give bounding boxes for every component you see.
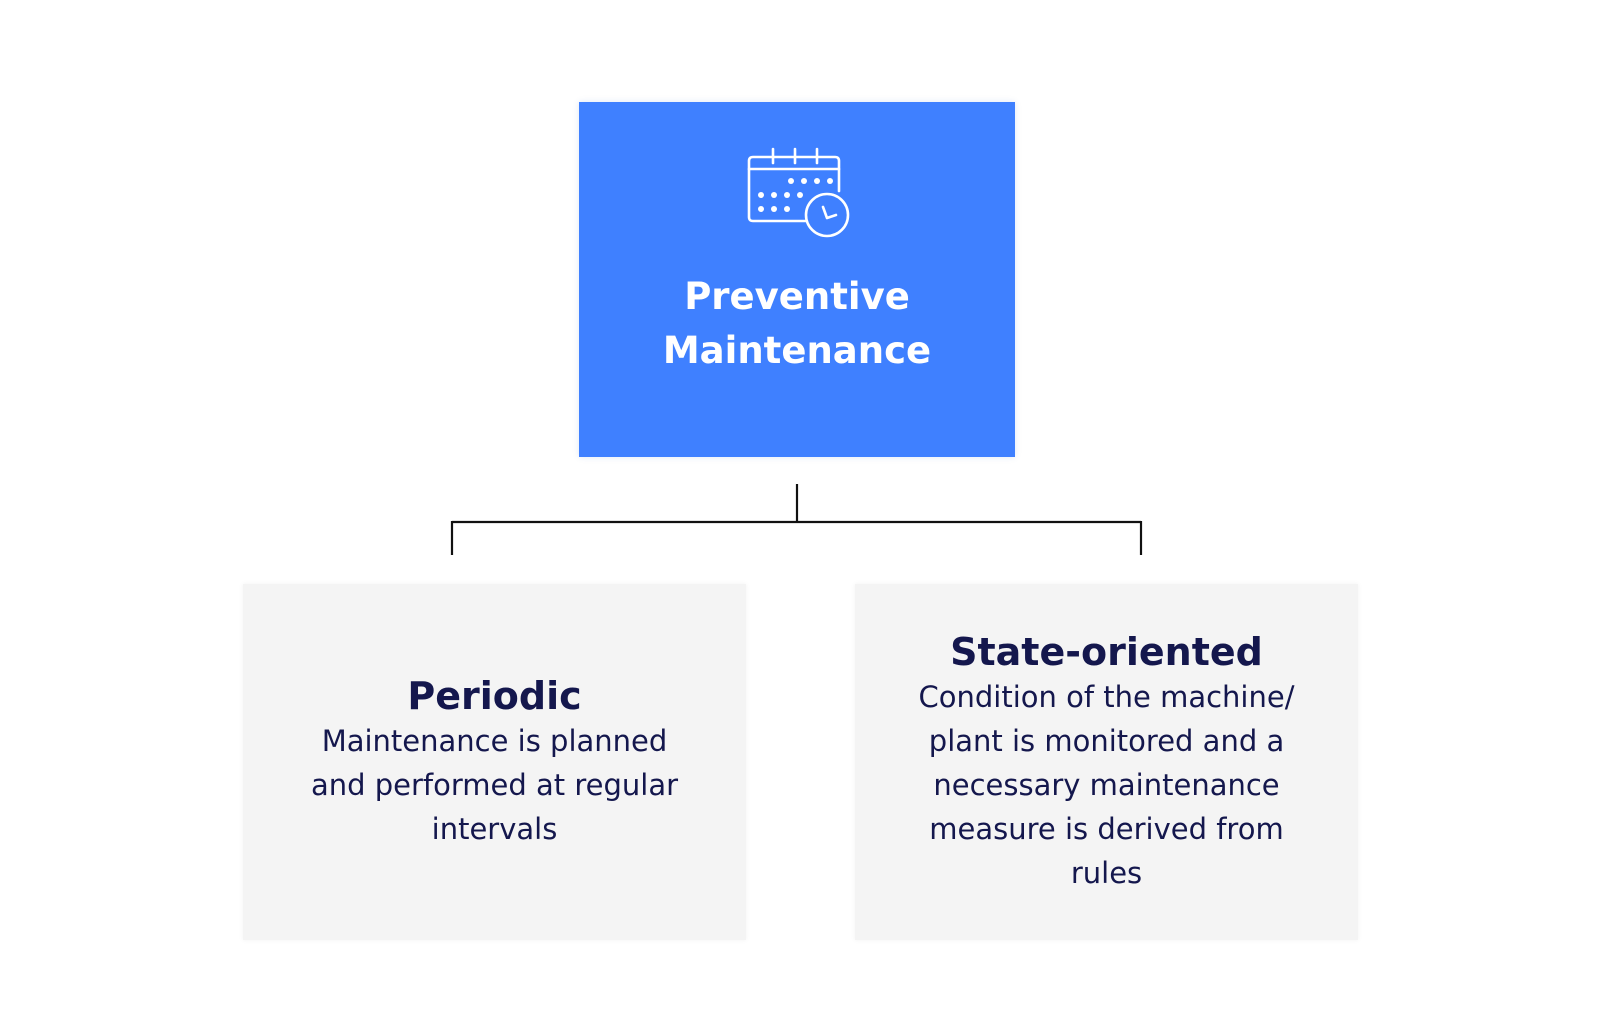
state-oriented-box: State-oriented Condition of the machine/… [855, 584, 1358, 940]
root-title: Preventive Maintenance [662, 275, 932, 372]
state-oriented-description: Condition of the machine/ plant is monit… [918, 680, 1295, 890]
preventive-maintenance-box: Preventive Maintenance [579, 102, 1015, 457]
calendar-clock-icon [747, 147, 850, 238]
periodic-description: Maintenance is planned and performed at … [310, 724, 679, 846]
state-oriented-title: State-oriented [950, 630, 1263, 674]
periodic-title: Periodic [407, 674, 582, 718]
periodic-box: Periodic Maintenance is planned and perf… [243, 584, 746, 940]
